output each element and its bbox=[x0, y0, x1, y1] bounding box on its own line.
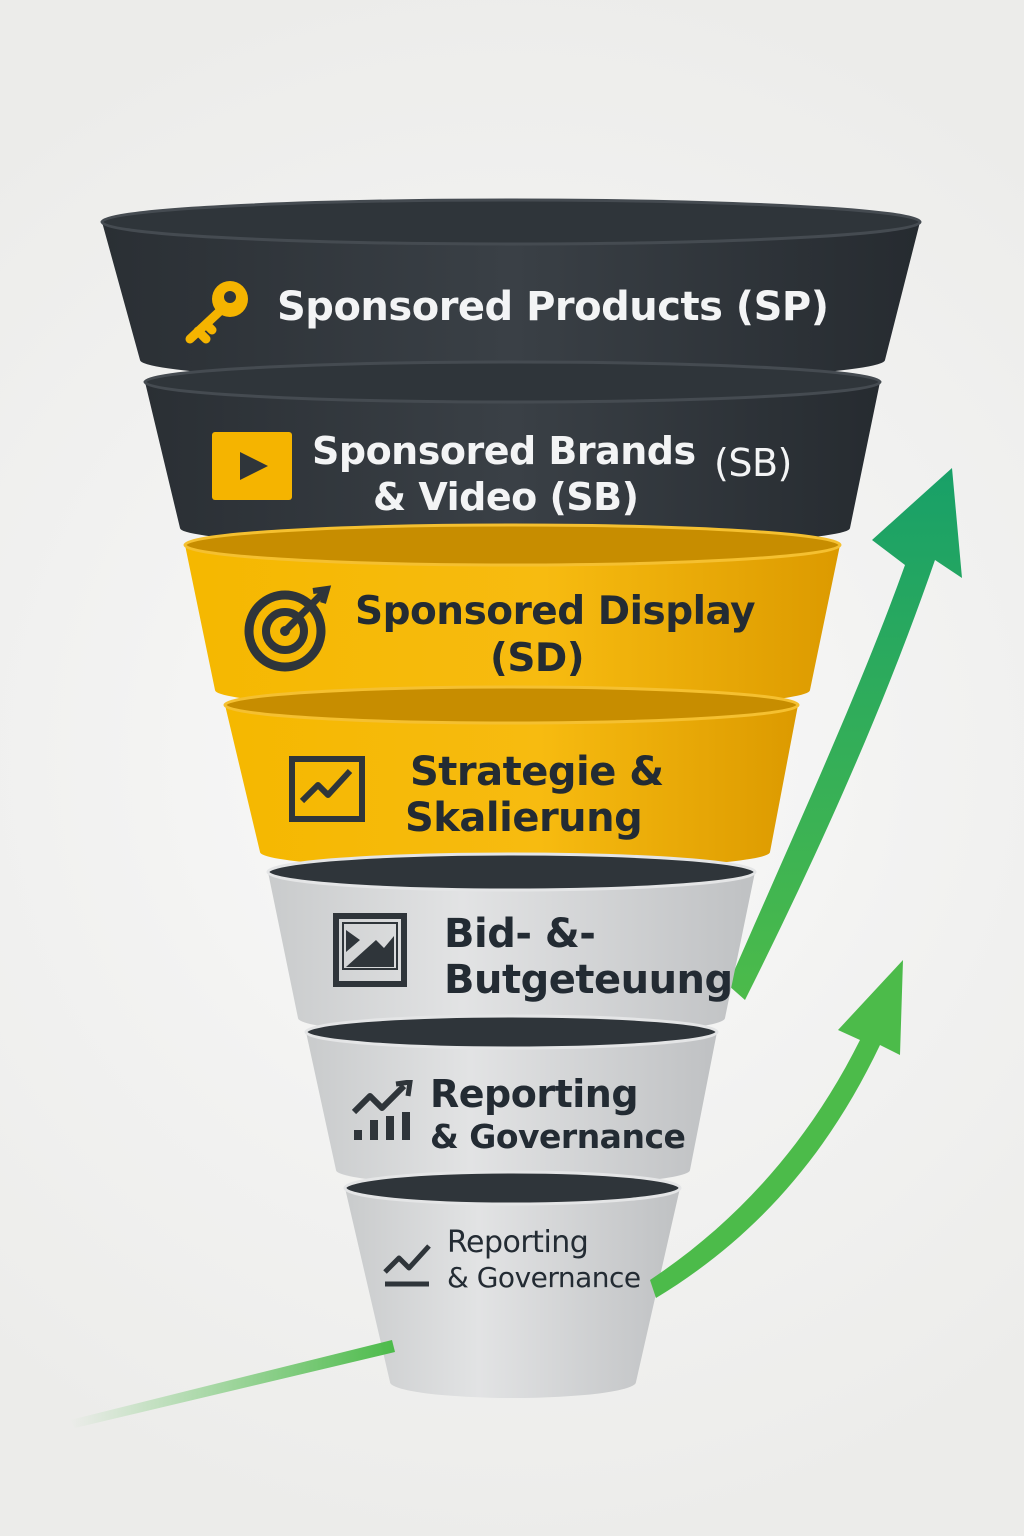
layer-7-label-line2: & Governance bbox=[447, 1261, 641, 1294]
layer-3-label-line1: Sponsored Display bbox=[355, 589, 756, 634]
video-play-icon bbox=[212, 432, 292, 500]
key-icon bbox=[185, 281, 248, 344]
layer-4-label-line2: Skalierung bbox=[405, 795, 643, 841]
funnel-layer-7-rim bbox=[343, 1170, 682, 1206]
funnel-layer-2-rim bbox=[143, 360, 882, 404]
layer-2-label-line1: Sponsored Brands bbox=[312, 429, 696, 473]
target-icon bbox=[244, 585, 332, 672]
funnel-layer-1 bbox=[102, 222, 920, 382]
funnel-layer-1-rim bbox=[100, 198, 922, 246]
funnel-layer-3 bbox=[185, 545, 840, 710]
funnel-layer-2 bbox=[145, 382, 880, 548]
funnel-layer-6 bbox=[306, 1032, 717, 1186]
layer-6-label-line1: Reporting bbox=[430, 1072, 639, 1116]
bar-chart-trend-icon bbox=[352, 1080, 413, 1140]
layer-4-label-line1: Strategie & bbox=[410, 749, 664, 795]
funnel-layer-5-rim bbox=[266, 852, 757, 892]
layer-1-label: Sponsored Products (SP) bbox=[277, 284, 829, 330]
growth-arrow-large bbox=[728, 468, 962, 1000]
chart-line-box-icon bbox=[289, 756, 365, 822]
trend-line-icon bbox=[383, 1244, 431, 1287]
funnel-layer-4-rim bbox=[223, 685, 800, 725]
funnel-layer-7 bbox=[345, 1188, 680, 1398]
funnel-layer-6-rim bbox=[304, 1014, 719, 1050]
growth-line-bottom bbox=[70, 1340, 395, 1428]
layer-5-label-line2: Butgeteuung bbox=[444, 957, 733, 1003]
layer-2-side-label: (SB) bbox=[714, 441, 792, 485]
funnel-layer-5 bbox=[268, 872, 755, 1036]
layer-5-label-line1: Bid- &- bbox=[444, 911, 596, 957]
growth-arrow-small bbox=[650, 960, 903, 1298]
image-icon bbox=[333, 913, 407, 987]
layer-2-label-line2: & Video (SB) bbox=[373, 475, 639, 519]
layer-6-label-line2: & Governance bbox=[430, 1117, 686, 1156]
funnel-layer-4 bbox=[225, 705, 798, 870]
layer-3-label-line2: (SD) bbox=[490, 636, 585, 681]
funnel-layer-3-rim bbox=[183, 523, 842, 567]
layer-7-label-line1: Reporting bbox=[447, 1225, 589, 1260]
